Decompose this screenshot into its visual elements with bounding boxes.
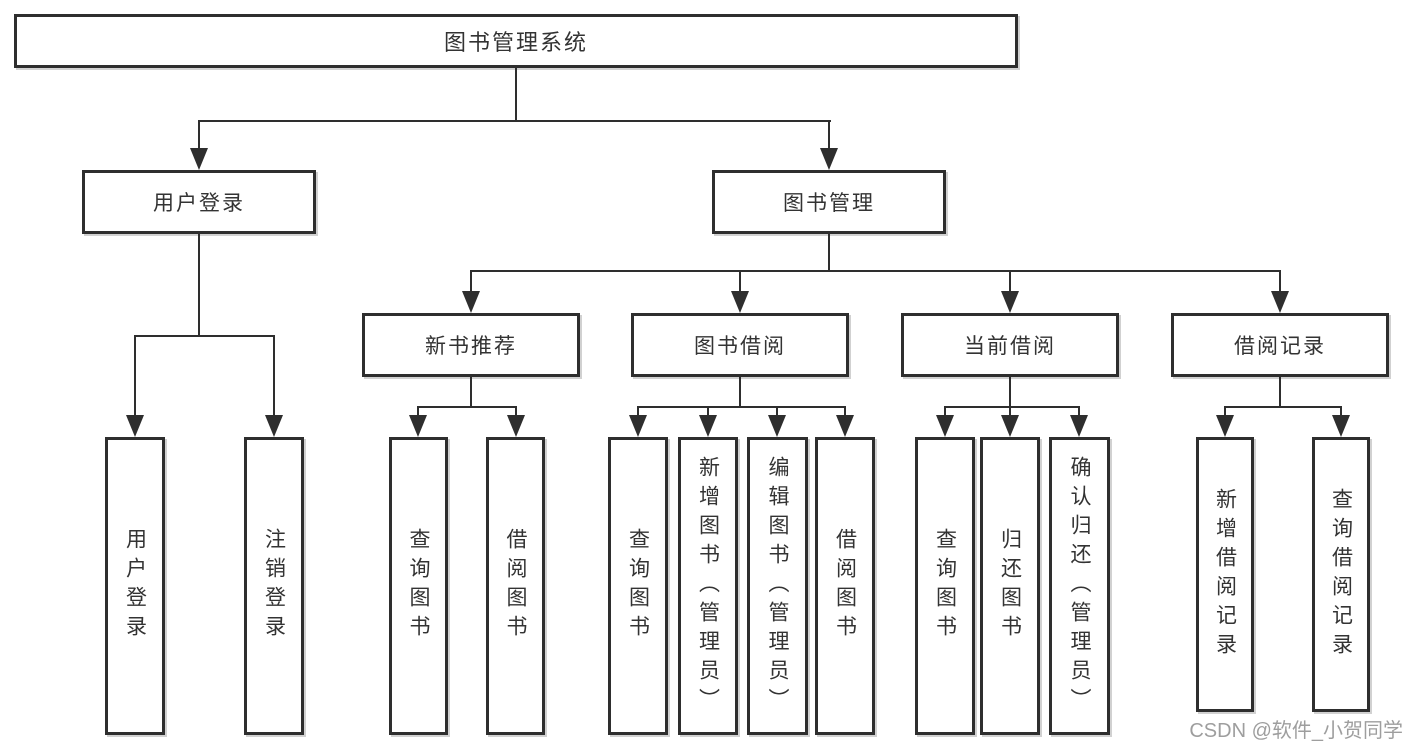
- leaf-add-borrow-record-label: 新增借阅记录: [1213, 487, 1237, 662]
- connector-line: [470, 270, 1281, 272]
- leaf-query-borrow-record-label: 查询借阅记录: [1329, 487, 1353, 662]
- node-new-book-recommendation-label: 新书推荐: [425, 335, 517, 358]
- leaf-add-borrow-record: 新增借阅记录: [1196, 437, 1254, 712]
- node-root: 图书管理系统: [14, 14, 1018, 68]
- node-current-borrowing: 当前借阅: [901, 313, 1119, 377]
- connector-line: [134, 335, 275, 337]
- connector-line: [198, 120, 831, 122]
- leaf-borrow-book-recommend-label: 借阅图书: [504, 528, 528, 644]
- connector-line: [944, 406, 1080, 408]
- down-arrowhead-icon: [768, 415, 786, 437]
- down-arrowhead-icon: [1332, 415, 1350, 437]
- connector-line: [944, 406, 946, 419]
- connector-line: [1279, 377, 1281, 408]
- connector-line: [198, 234, 200, 337]
- leaf-add-book-admin-label: 新增图书（管理员）: [696, 455, 720, 717]
- down-arrowhead-icon: [1271, 291, 1289, 313]
- node-book-borrowing-label: 图书借阅: [694, 335, 786, 358]
- connector-line: [515, 68, 517, 122]
- csdn-watermark: CSDN @软件_小贺同学: [1189, 720, 1403, 742]
- connector-line: [739, 270, 741, 295]
- down-arrowhead-icon: [731, 291, 749, 313]
- connector-line: [1279, 270, 1281, 295]
- leaf-query-books-borrowing-label: 查询图书: [626, 528, 650, 644]
- connector-line: [844, 406, 846, 419]
- connector-line: [1340, 406, 1342, 419]
- connector-line: [198, 120, 200, 152]
- connector-line: [1009, 270, 1011, 295]
- leaf-user-login: 用户登录: [105, 437, 165, 735]
- leaf-borrow-book-borrowing-label: 借阅图书: [833, 528, 857, 644]
- node-root-label: 图书管理系统: [443, 30, 588, 55]
- leaf-edit-book-admin-label: 编辑图书（管理员）: [766, 455, 790, 717]
- down-arrowhead-icon: [462, 291, 480, 313]
- connector-line: [707, 406, 709, 419]
- leaf-confirm-return-admin: 确认归还（管理员）: [1049, 437, 1110, 735]
- node-user-login: 用户登录: [82, 170, 316, 234]
- connector-line: [134, 335, 136, 419]
- down-arrowhead-icon: [126, 415, 144, 437]
- leaf-borrow-book-borrowing: 借阅图书: [815, 437, 875, 735]
- connector-line: [470, 270, 472, 295]
- node-user-login-label: 用户登录: [153, 192, 245, 215]
- leaf-return-book: 归还图书: [980, 437, 1040, 735]
- down-arrowhead-icon: [265, 415, 283, 437]
- leaf-query-books-recommend-label: 查询图书: [407, 528, 431, 644]
- leaf-edit-book-admin: 编辑图书（管理员）: [747, 437, 808, 735]
- down-arrowhead-icon: [629, 415, 647, 437]
- connector-line: [273, 335, 275, 419]
- connector-line: [637, 406, 846, 408]
- leaf-query-books-current-label: 查询图书: [933, 528, 957, 644]
- leaf-confirm-return-admin-label: 确认归还（管理员）: [1068, 455, 1092, 717]
- down-arrowhead-icon: [820, 148, 838, 170]
- down-arrowhead-icon: [699, 415, 717, 437]
- leaf-logout-label: 注销登录: [262, 528, 286, 644]
- node-book-borrowing: 图书借阅: [631, 313, 849, 377]
- connector-line: [1224, 406, 1342, 408]
- connector-line: [1078, 406, 1080, 419]
- leaf-query-books-recommend: 查询图书: [389, 437, 448, 735]
- leaf-add-book-admin: 新增图书（管理员）: [678, 437, 738, 735]
- connector-line: [776, 406, 778, 419]
- down-arrowhead-icon: [936, 415, 954, 437]
- leaf-query-books-current: 查询图书: [915, 437, 975, 735]
- node-current-borrowing-label: 当前借阅: [964, 335, 1056, 358]
- leaf-borrow-book-recommend: 借阅图书: [486, 437, 545, 735]
- connector-line: [1009, 406, 1011, 419]
- leaf-return-book-label: 归还图书: [998, 528, 1022, 644]
- connector-line: [1009, 377, 1011, 408]
- down-arrowhead-icon: [1070, 415, 1088, 437]
- connector-line: [739, 377, 741, 408]
- down-arrowhead-icon: [409, 415, 427, 437]
- connector-line: [417, 406, 419, 419]
- down-arrowhead-icon: [836, 415, 854, 437]
- connector-line: [417, 406, 517, 408]
- leaf-query-borrow-record: 查询借阅记录: [1312, 437, 1370, 712]
- leaf-logout: 注销登录: [244, 437, 304, 735]
- connector-line: [637, 406, 639, 419]
- down-arrowhead-icon: [1001, 415, 1019, 437]
- connector-line: [828, 120, 830, 152]
- node-borrowing-records: 借阅记录: [1171, 313, 1389, 377]
- node-book-management-label: 图书管理: [783, 192, 875, 215]
- down-arrowhead-icon: [1001, 291, 1019, 313]
- down-arrowhead-icon: [507, 415, 525, 437]
- leaf-user-login-label: 用户登录: [123, 528, 147, 644]
- node-borrowing-records-label: 借阅记录: [1234, 335, 1326, 358]
- down-arrowhead-icon: [190, 148, 208, 170]
- connector-line: [470, 377, 472, 408]
- connector-line: [828, 234, 830, 272]
- connector-line: [1224, 406, 1226, 419]
- leaf-query-books-borrowing: 查询图书: [608, 437, 668, 735]
- down-arrowhead-icon: [1216, 415, 1234, 437]
- node-book-management: 图书管理: [712, 170, 946, 234]
- connector-line: [515, 406, 517, 419]
- node-new-book-recommendation: 新书推荐: [362, 313, 580, 377]
